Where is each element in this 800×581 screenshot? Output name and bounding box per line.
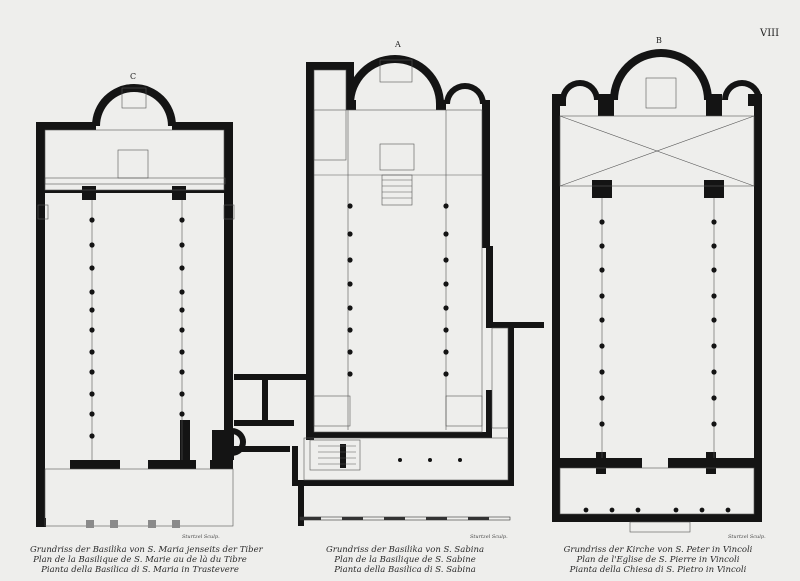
caption-right-german: Grundriss der Kirche von S. Peter in Vin… bbox=[563, 545, 753, 555]
plan-right bbox=[552, 49, 762, 522]
artist-credit-right: Sturtzel Sculp. bbox=[728, 534, 766, 540]
caption-right-italian: Pianta della Chiesa di S. Pietro in Vinc… bbox=[569, 565, 747, 575]
scale-bar bbox=[299, 516, 511, 521]
caption-middle-italian: Pianta della Basilica di S. Sabina bbox=[334, 565, 476, 575]
plan-left bbox=[36, 84, 234, 527]
plan-middle-columns bbox=[347, 203, 514, 462]
plan-right-columns bbox=[583, 219, 731, 513]
artist-credit-left: Sturtzel Sculp. bbox=[182, 534, 220, 540]
artist-credit-middle: Sturtzel Sculp. bbox=[470, 534, 508, 540]
plan-left-portico-piers bbox=[86, 520, 180, 528]
plan-middle-fine-lines bbox=[303, 59, 509, 481]
caption-left-german: Grundriss der Basilika von S. Maria jens… bbox=[30, 545, 263, 555]
caption-left-french: Plan de la Basilique de S. Marie au de l… bbox=[33, 555, 247, 565]
caption-middle-french: Plan de la Basilique de S. Sabine bbox=[334, 555, 476, 565]
caption-middle-german: Grundriss der Basilika von S. Sabina bbox=[325, 545, 485, 555]
plan-letter-right: B bbox=[656, 36, 662, 45]
caption-left-italian: Pianta della Basilica di S. Maria in Tra… bbox=[41, 565, 239, 575]
plate-number: VIII bbox=[760, 28, 780, 39]
caption-left: Grundriss der Basilika von S. Maria jens… bbox=[30, 545, 263, 575]
caption-middle: Grundriss der Basilika von S. Sabina Pla… bbox=[300, 545, 510, 575]
caption-right: Grundriss der Kirche von S. Peter in Vin… bbox=[548, 545, 768, 575]
plan-letter-left: C bbox=[130, 72, 137, 81]
plan-letter-middle: A bbox=[395, 40, 401, 49]
plan-middle bbox=[232, 55, 544, 526]
caption-right-french: Plan de l'Eglise de S. Pierre in Vincoli bbox=[576, 555, 740, 565]
plan-right-fine-lines bbox=[559, 77, 755, 533]
plan-left-columns bbox=[89, 217, 185, 439]
